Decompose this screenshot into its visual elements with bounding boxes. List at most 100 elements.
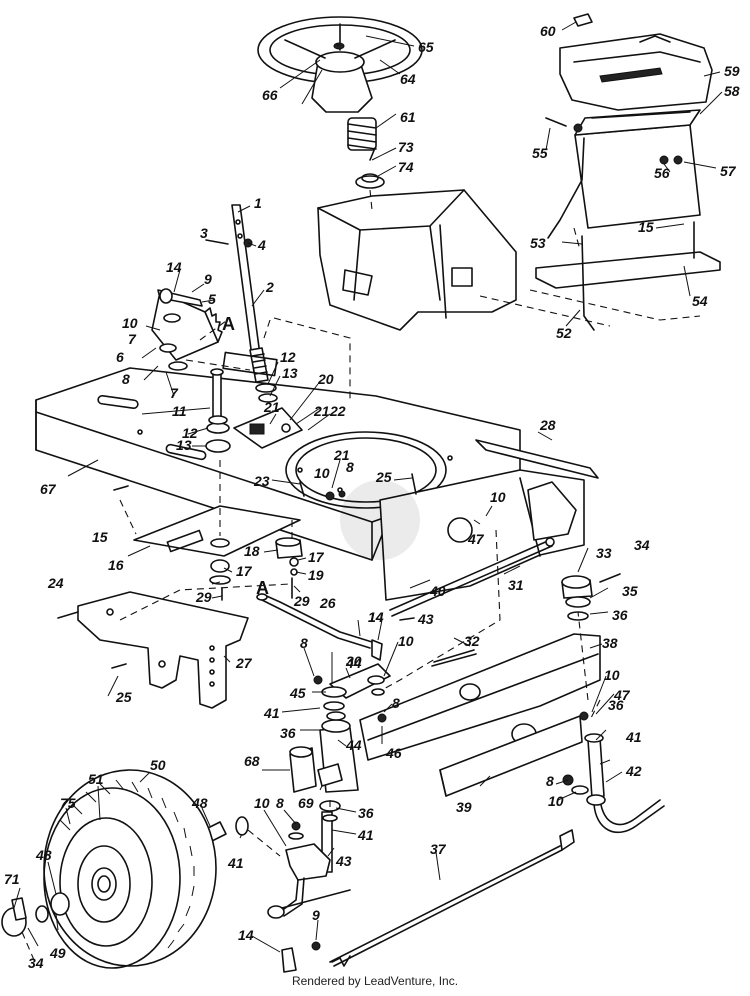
callout: 47 bbox=[467, 531, 485, 547]
front-axle-drawing bbox=[359, 633, 601, 797]
callout: 25 bbox=[375, 469, 392, 485]
pivot-block-drawing bbox=[275, 537, 303, 576]
callout: 10 bbox=[604, 667, 620, 683]
callout: 19 bbox=[308, 567, 324, 583]
callout: 8 bbox=[346, 459, 354, 475]
callout: 36 bbox=[358, 805, 374, 821]
callout: 50 bbox=[150, 757, 166, 773]
callout: 17 bbox=[308, 549, 325, 565]
callout: 58 bbox=[724, 83, 740, 99]
callout: 41 bbox=[625, 729, 642, 745]
callout: 53 bbox=[530, 235, 546, 251]
callout: 24 bbox=[47, 575, 64, 591]
callout: 43 bbox=[335, 853, 352, 869]
callout: 36 bbox=[608, 697, 624, 713]
right-spindle-drawing bbox=[562, 733, 665, 834]
callout: 21 bbox=[333, 447, 350, 463]
callout: 10 bbox=[398, 633, 414, 649]
callout: 21 bbox=[313, 403, 330, 419]
callout: 10 bbox=[254, 795, 270, 811]
callout: 8 bbox=[392, 695, 400, 711]
callout: 10 bbox=[548, 793, 564, 809]
callout: 29 bbox=[293, 593, 310, 609]
callout: 32 bbox=[464, 633, 480, 649]
callout: 54 bbox=[692, 293, 708, 309]
callout: 12 bbox=[182, 425, 198, 441]
callout: 67 bbox=[40, 481, 57, 497]
callout: 15 bbox=[638, 219, 654, 235]
callout: 36 bbox=[612, 607, 628, 623]
callout: 64 bbox=[400, 71, 416, 87]
callout: 6 bbox=[116, 349, 124, 365]
steering-shaft-drawing bbox=[231, 204, 269, 383]
callout: 7 bbox=[170, 385, 179, 401]
callout: 10 bbox=[122, 315, 138, 331]
callout: 20 bbox=[317, 371, 334, 387]
callout: 34 bbox=[28, 955, 44, 971]
steering-plate-drawing bbox=[233, 407, 303, 449]
callout: 55 bbox=[532, 145, 548, 161]
hub-cap-drawing bbox=[1, 897, 27, 937]
callout: 12 bbox=[280, 349, 296, 365]
callout: 57 bbox=[720, 163, 737, 179]
pivot-bolt-drawing bbox=[205, 368, 231, 453]
callout: 48 bbox=[191, 795, 208, 811]
callout: 47 bbox=[613, 687, 631, 703]
callout: 44 bbox=[345, 655, 362, 671]
axle-mount-plate-drawing bbox=[77, 591, 249, 709]
callout: 14 bbox=[166, 259, 182, 275]
callout: 13 bbox=[176, 437, 192, 453]
leader-lines bbox=[13, 21, 723, 953]
callout: 18 bbox=[244, 543, 260, 559]
callout: 4 bbox=[257, 237, 266, 253]
callout: 59 bbox=[724, 63, 740, 79]
callout: 75 bbox=[60, 795, 76, 811]
callout: 36 bbox=[280, 725, 296, 741]
battery-tray-drawing bbox=[535, 221, 721, 331]
callout: 16 bbox=[108, 557, 124, 573]
callout: 41 bbox=[263, 705, 280, 721]
callout: 45 bbox=[289, 685, 306, 701]
callout: 71 bbox=[4, 871, 20, 887]
callout: 37 bbox=[430, 841, 447, 857]
callout: 9 bbox=[204, 271, 212, 287]
callout: 60 bbox=[540, 23, 556, 39]
callout: 17 bbox=[236, 563, 253, 579]
callout: 14 bbox=[368, 609, 384, 625]
callout: 25 bbox=[115, 689, 132, 705]
callout: 69 bbox=[298, 795, 314, 811]
callout: 1 bbox=[254, 195, 262, 211]
callout: 46 bbox=[385, 745, 402, 761]
callout: 13 bbox=[282, 365, 298, 381]
spring-drawing bbox=[347, 117, 377, 151]
callout: 3 bbox=[200, 225, 208, 241]
callout: 29 bbox=[195, 589, 212, 605]
callout: 34 bbox=[634, 537, 650, 553]
callout: 8 bbox=[546, 773, 554, 789]
callout: 11 bbox=[172, 403, 187, 419]
callout: 61 bbox=[400, 109, 416, 125]
tie-rod-drawing bbox=[329, 829, 575, 967]
callout: 48 bbox=[35, 847, 52, 863]
callout: 49 bbox=[49, 945, 66, 961]
callout: 5 bbox=[208, 291, 216, 307]
callout: 41 bbox=[357, 827, 374, 843]
watermark-graphic bbox=[340, 480, 420, 560]
bushing-drawing bbox=[289, 746, 343, 793]
callout: 52 bbox=[556, 325, 572, 341]
front-wheel-drawing bbox=[43, 769, 217, 969]
callout: 40 bbox=[429, 583, 446, 599]
callout: 7 bbox=[128, 331, 137, 347]
washers-stack-drawing bbox=[313, 675, 387, 723]
battery-drawing bbox=[547, 109, 701, 239]
battery-cover-drawing bbox=[559, 13, 713, 111]
callout: 43 bbox=[417, 611, 434, 627]
callout: 44 bbox=[345, 737, 362, 753]
callout: 8 bbox=[122, 371, 130, 387]
reference-mark-a: A bbox=[256, 578, 269, 598]
callout: 27 bbox=[235, 655, 253, 671]
dash-console-drawing bbox=[317, 189, 517, 331]
callout: 51 bbox=[88, 771, 104, 787]
sector-gear-drawing bbox=[151, 288, 223, 371]
